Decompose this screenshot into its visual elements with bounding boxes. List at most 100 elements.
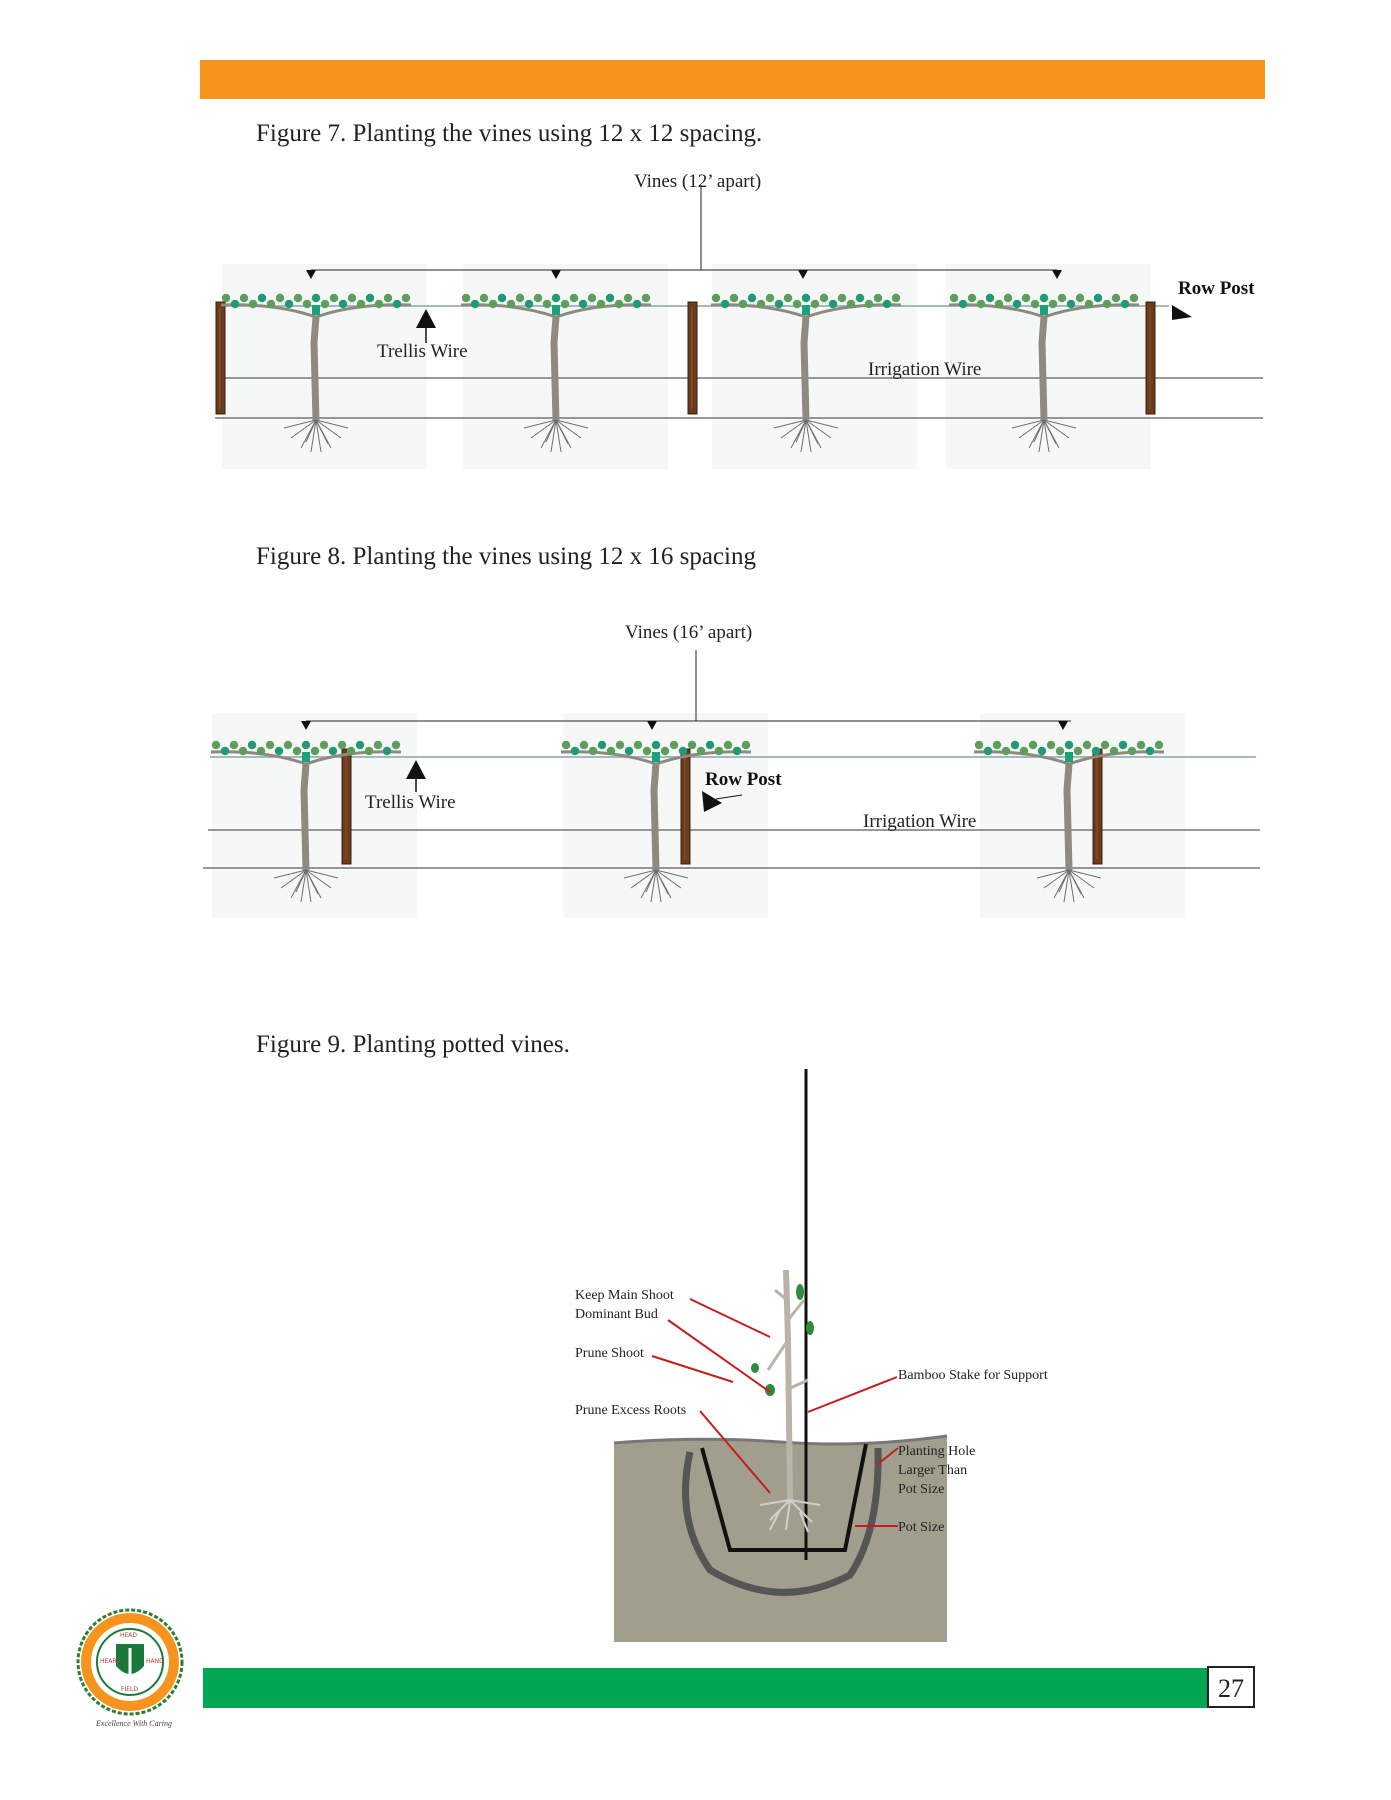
- figure9-bamboo-stake-label: Bamboo Stake for Support: [898, 1368, 1048, 1383]
- vine-trunk: [300, 763, 310, 871]
- vine-grape-cluster: [1040, 305, 1048, 315]
- figure8-caption: Figure 8. Planting the vines using 12 x …: [256, 543, 756, 570]
- vine-leaf: [678, 746, 688, 756]
- vine-leaf: [293, 293, 303, 303]
- vine-leaf: [588, 746, 598, 756]
- vine-root: [315, 419, 329, 445]
- vine-leaf: [221, 293, 231, 303]
- vine-leaf: [810, 299, 820, 309]
- vine-leaf: [1073, 746, 1083, 756]
- vine-leaf: [383, 293, 393, 303]
- figure7-vines-label: Vines (12’ apart): [634, 171, 762, 192]
- figure9-prune-shoot-label: Prune Shoot: [575, 1346, 644, 1361]
- vine-leaf: [364, 746, 374, 756]
- vine-leaf: [347, 293, 357, 303]
- vine-root: [655, 869, 689, 879]
- figure7-diagram: [215, 185, 1263, 469]
- vine-leaf: [756, 299, 766, 309]
- vine-leaf: [651, 740, 661, 750]
- vine-leaf: [382, 746, 392, 756]
- vine-trunk: [310, 316, 320, 421]
- logo-word-field: FIELD: [121, 1686, 138, 1693]
- vine-leaf: [783, 293, 793, 303]
- vine-root: [655, 869, 669, 895]
- vine-leaf: [515, 293, 525, 303]
- vine-leaf: [311, 293, 321, 303]
- vine-root: [1011, 419, 1045, 429]
- vine-leaf: [1046, 740, 1056, 750]
- vine-leaf: [614, 299, 624, 309]
- vine-leaf: [1048, 299, 1058, 309]
- vine-root: [530, 419, 557, 439]
- vine-leaf: [669, 740, 679, 750]
- vine-leaf: [696, 746, 706, 756]
- vine-leaf: [320, 299, 330, 309]
- vine-leaf: [801, 293, 811, 303]
- vine-leaf: [479, 293, 489, 303]
- figure9-planting-hole-label-1: Planting Hole: [898, 1444, 976, 1459]
- vine-leaf: [488, 299, 498, 309]
- vine-leaf: [355, 740, 365, 750]
- vine-leaf: [882, 299, 892, 309]
- vine-leaf: [302, 299, 312, 309]
- vine-leaf: [1066, 299, 1076, 309]
- vine-leaf: [729, 293, 739, 303]
- vine-root: [1043, 419, 1057, 445]
- vine-root: [795, 419, 807, 443]
- vine-leaf: [641, 293, 651, 303]
- header-bar: [200, 60, 1265, 99]
- vine-leaf: [292, 746, 302, 756]
- vine-leaf: [301, 740, 311, 750]
- vine-leaf: [230, 299, 240, 309]
- vine-root: [545, 419, 557, 443]
- vine-leaf: [597, 740, 607, 750]
- vine-position-marker: [1052, 270, 1062, 279]
- vine-leaf: [983, 746, 993, 756]
- vine-root: [1043, 419, 1070, 439]
- figure9-pot-size-label: Pot Size: [898, 1520, 945, 1535]
- vine-root: [290, 419, 317, 439]
- vine-leaf: [401, 293, 411, 303]
- vine-leaf: [1001, 746, 1011, 756]
- vine-leaf: [642, 746, 652, 756]
- vine-position-marker: [306, 270, 316, 279]
- vine-leaf: [624, 746, 634, 756]
- vine-leaf: [551, 293, 561, 303]
- figure8-vines-label: Vines (16’ apart): [625, 622, 753, 643]
- figure8-trellis-wire-label: Trellis Wire: [365, 792, 456, 813]
- footer-bar: [203, 1668, 1208, 1708]
- vine-root: [1038, 419, 1045, 453]
- vine-root: [315, 419, 342, 439]
- vine-root: [1036, 869, 1070, 879]
- vine-root: [655, 869, 682, 889]
- vine-leaf: [1127, 746, 1137, 756]
- vine-root: [655, 869, 662, 903]
- vine-root: [780, 419, 807, 439]
- vine-leaf: [524, 299, 534, 309]
- vine-leaf: [1039, 293, 1049, 303]
- vine-root: [555, 419, 569, 445]
- logo-word-head: HEAD: [120, 1632, 138, 1639]
- vine-leaf: [792, 299, 802, 309]
- vine-leaf: [1109, 746, 1119, 756]
- vine-leaf: [765, 293, 775, 303]
- vine-leaf: [461, 293, 471, 303]
- vine-root: [1018, 419, 1045, 439]
- vine-leaf: [283, 740, 293, 750]
- vine-leaf: [578, 299, 588, 309]
- vine-leaf: [1111, 293, 1121, 303]
- vine-grape-cluster: [552, 305, 560, 315]
- vine-leaf: [256, 746, 266, 756]
- figure9-keep-main-shoot-label: Keep Main Shoot: [575, 1288, 674, 1303]
- vine-grape-cluster: [312, 305, 320, 315]
- vine-leaf: [720, 299, 730, 309]
- vine-leaf: [1145, 746, 1155, 756]
- vine-root: [1043, 419, 1077, 429]
- vine-root: [1068, 869, 1102, 879]
- vine-trunk: [1038, 316, 1048, 421]
- vine-root: [305, 419, 317, 443]
- vine-root: [523, 419, 557, 429]
- vine-leaf: [985, 293, 995, 303]
- vine-trunk: [800, 316, 810, 421]
- grapevine: [210, 740, 402, 903]
